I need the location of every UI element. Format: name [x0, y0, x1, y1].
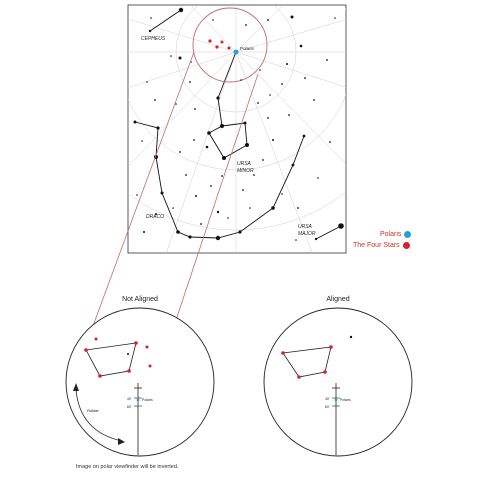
not-aligned-title: Not Aligned — [122, 296, 158, 303]
footnote: Image on polar viewfinder will be invert… — [76, 464, 179, 470]
aligned-reticle-circle — [263, 307, 413, 457]
stars — [133, 7, 344, 241]
legend-four-stars-label: The Four Stars — [353, 242, 400, 249]
rotate-arrow — [75, 389, 123, 442]
rotate-label: Rotate — [87, 408, 100, 413]
polaris-highlight-circle — [192, 7, 268, 83]
aligned-scale-60: 60' — [325, 405, 330, 409]
ursa-major-label-1: URSA — [298, 224, 313, 230]
polaris-star — [233, 49, 239, 55]
ursa-minor-lines — [208, 51, 248, 159]
not-aligned-scale-40: 40' — [127, 397, 132, 401]
rotate-arrow-head-top — [73, 383, 79, 391]
ursa-major-label-2: MAJOR — [298, 231, 316, 237]
legend-four-stars: The Four Stars — [353, 242, 410, 249]
aligned-polaris-label: Polaris — [340, 398, 351, 402]
not-aligned-scale-60: 60' — [127, 405, 132, 409]
legend-polaris: Polaris — [380, 231, 412, 238]
ursa-minor-label-1: URSA — [237, 161, 252, 167]
four-stars — [208, 39, 231, 50]
legend-polaris-label: Polaris — [380, 231, 402, 238]
legend-four-stars-dot — [402, 242, 410, 249]
star-map: Polaris CEPHEUS URSA MINOR DRACO URSA MA… — [127, 4, 347, 254]
cepheus-label: CEPHEUS — [141, 36, 166, 42]
star-map-frame — [127, 4, 347, 254]
aligned-title: Aligned — [326, 296, 349, 303]
not-aligned-reticle-circle — [65, 307, 215, 457]
aligned-scale-40: 40' — [325, 397, 330, 401]
cepheus-line — [149, 9, 182, 32]
rotate-arrow-head-bottom — [118, 438, 125, 445]
ursa-major-line — [315, 225, 342, 240]
finder-not-aligned: Not Aligned 40' 60' Polaris Rotate — [65, 296, 215, 457]
polaris-map-label: Polaris — [240, 46, 255, 51]
draco-label: DRACO — [146, 214, 164, 220]
finder-aligned: Aligned 40' 60' Polaris — [263, 296, 413, 457]
ursa-minor-label-2: MINOR — [237, 168, 254, 174]
not-aligned-polaris-label: Polaris — [142, 398, 153, 402]
legend-polaris-dot — [404, 231, 412, 238]
